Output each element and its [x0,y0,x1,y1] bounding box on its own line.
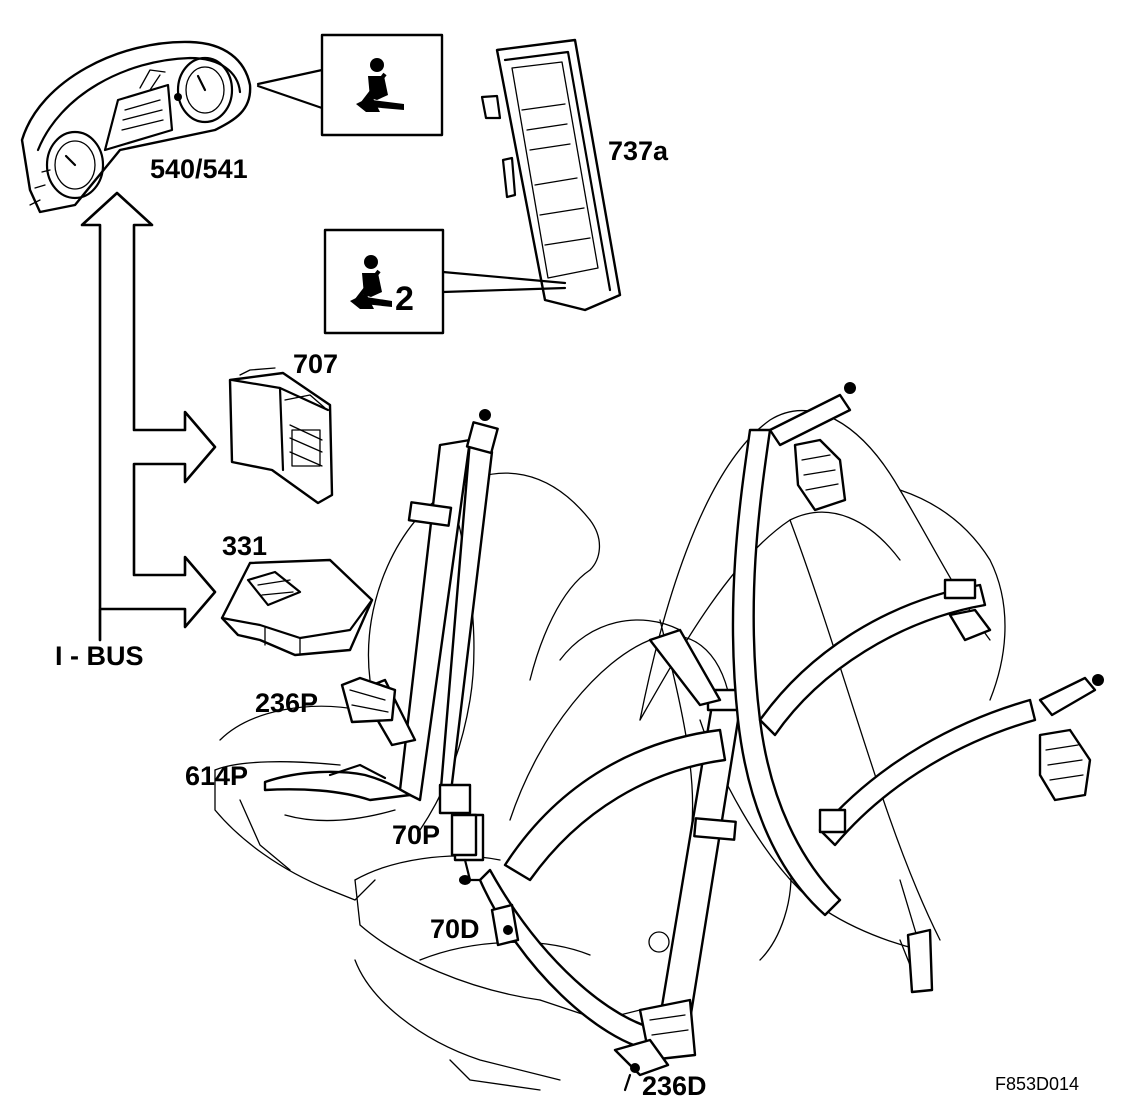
seatbelt-warning-indicator [320,33,444,137]
pretensioner-driver [613,1038,670,1092]
seatbelt-warning-rear-icon [350,255,392,309]
control-module-707 [228,367,334,505]
buckle-passenger [450,813,478,885]
label-pretensioner-driver: 236D [642,1071,707,1101]
switch-panel [480,38,622,312]
label-instrument-cluster: 540/541 [150,154,248,184]
passenger-seatbelt [358,409,499,882]
instrument-cluster [20,40,252,214]
pretensioner-passenger [340,676,397,724]
indicator-2-text: 2 [395,280,414,318]
reference-code: F853D014 [995,1074,1079,1094]
label-module-707: 707 [293,349,338,379]
seatbelt-warning-icon [356,58,404,112]
buckle-driver [490,903,520,947]
label-buckle-driver: 70D [430,914,480,944]
label-pretensioner-passenger: 236P [255,688,318,718]
label-i-bus: I - BUS [55,641,144,671]
label-switch-panel: 737a [608,136,669,166]
seat-sensor-passenger [263,763,412,802]
seatbelt-warning-rear-indicator: 2 [323,228,445,335]
i-bus-arrows [80,191,217,642]
label-sensor-passenger: 614P [185,761,248,791]
driver-seatbelt [478,628,742,1062]
control-module-331 [220,558,374,657]
label-module-331: 331 [222,531,267,561]
label-buckle-passenger: 70P [392,820,440,850]
rear-seatbelts [731,382,1104,994]
